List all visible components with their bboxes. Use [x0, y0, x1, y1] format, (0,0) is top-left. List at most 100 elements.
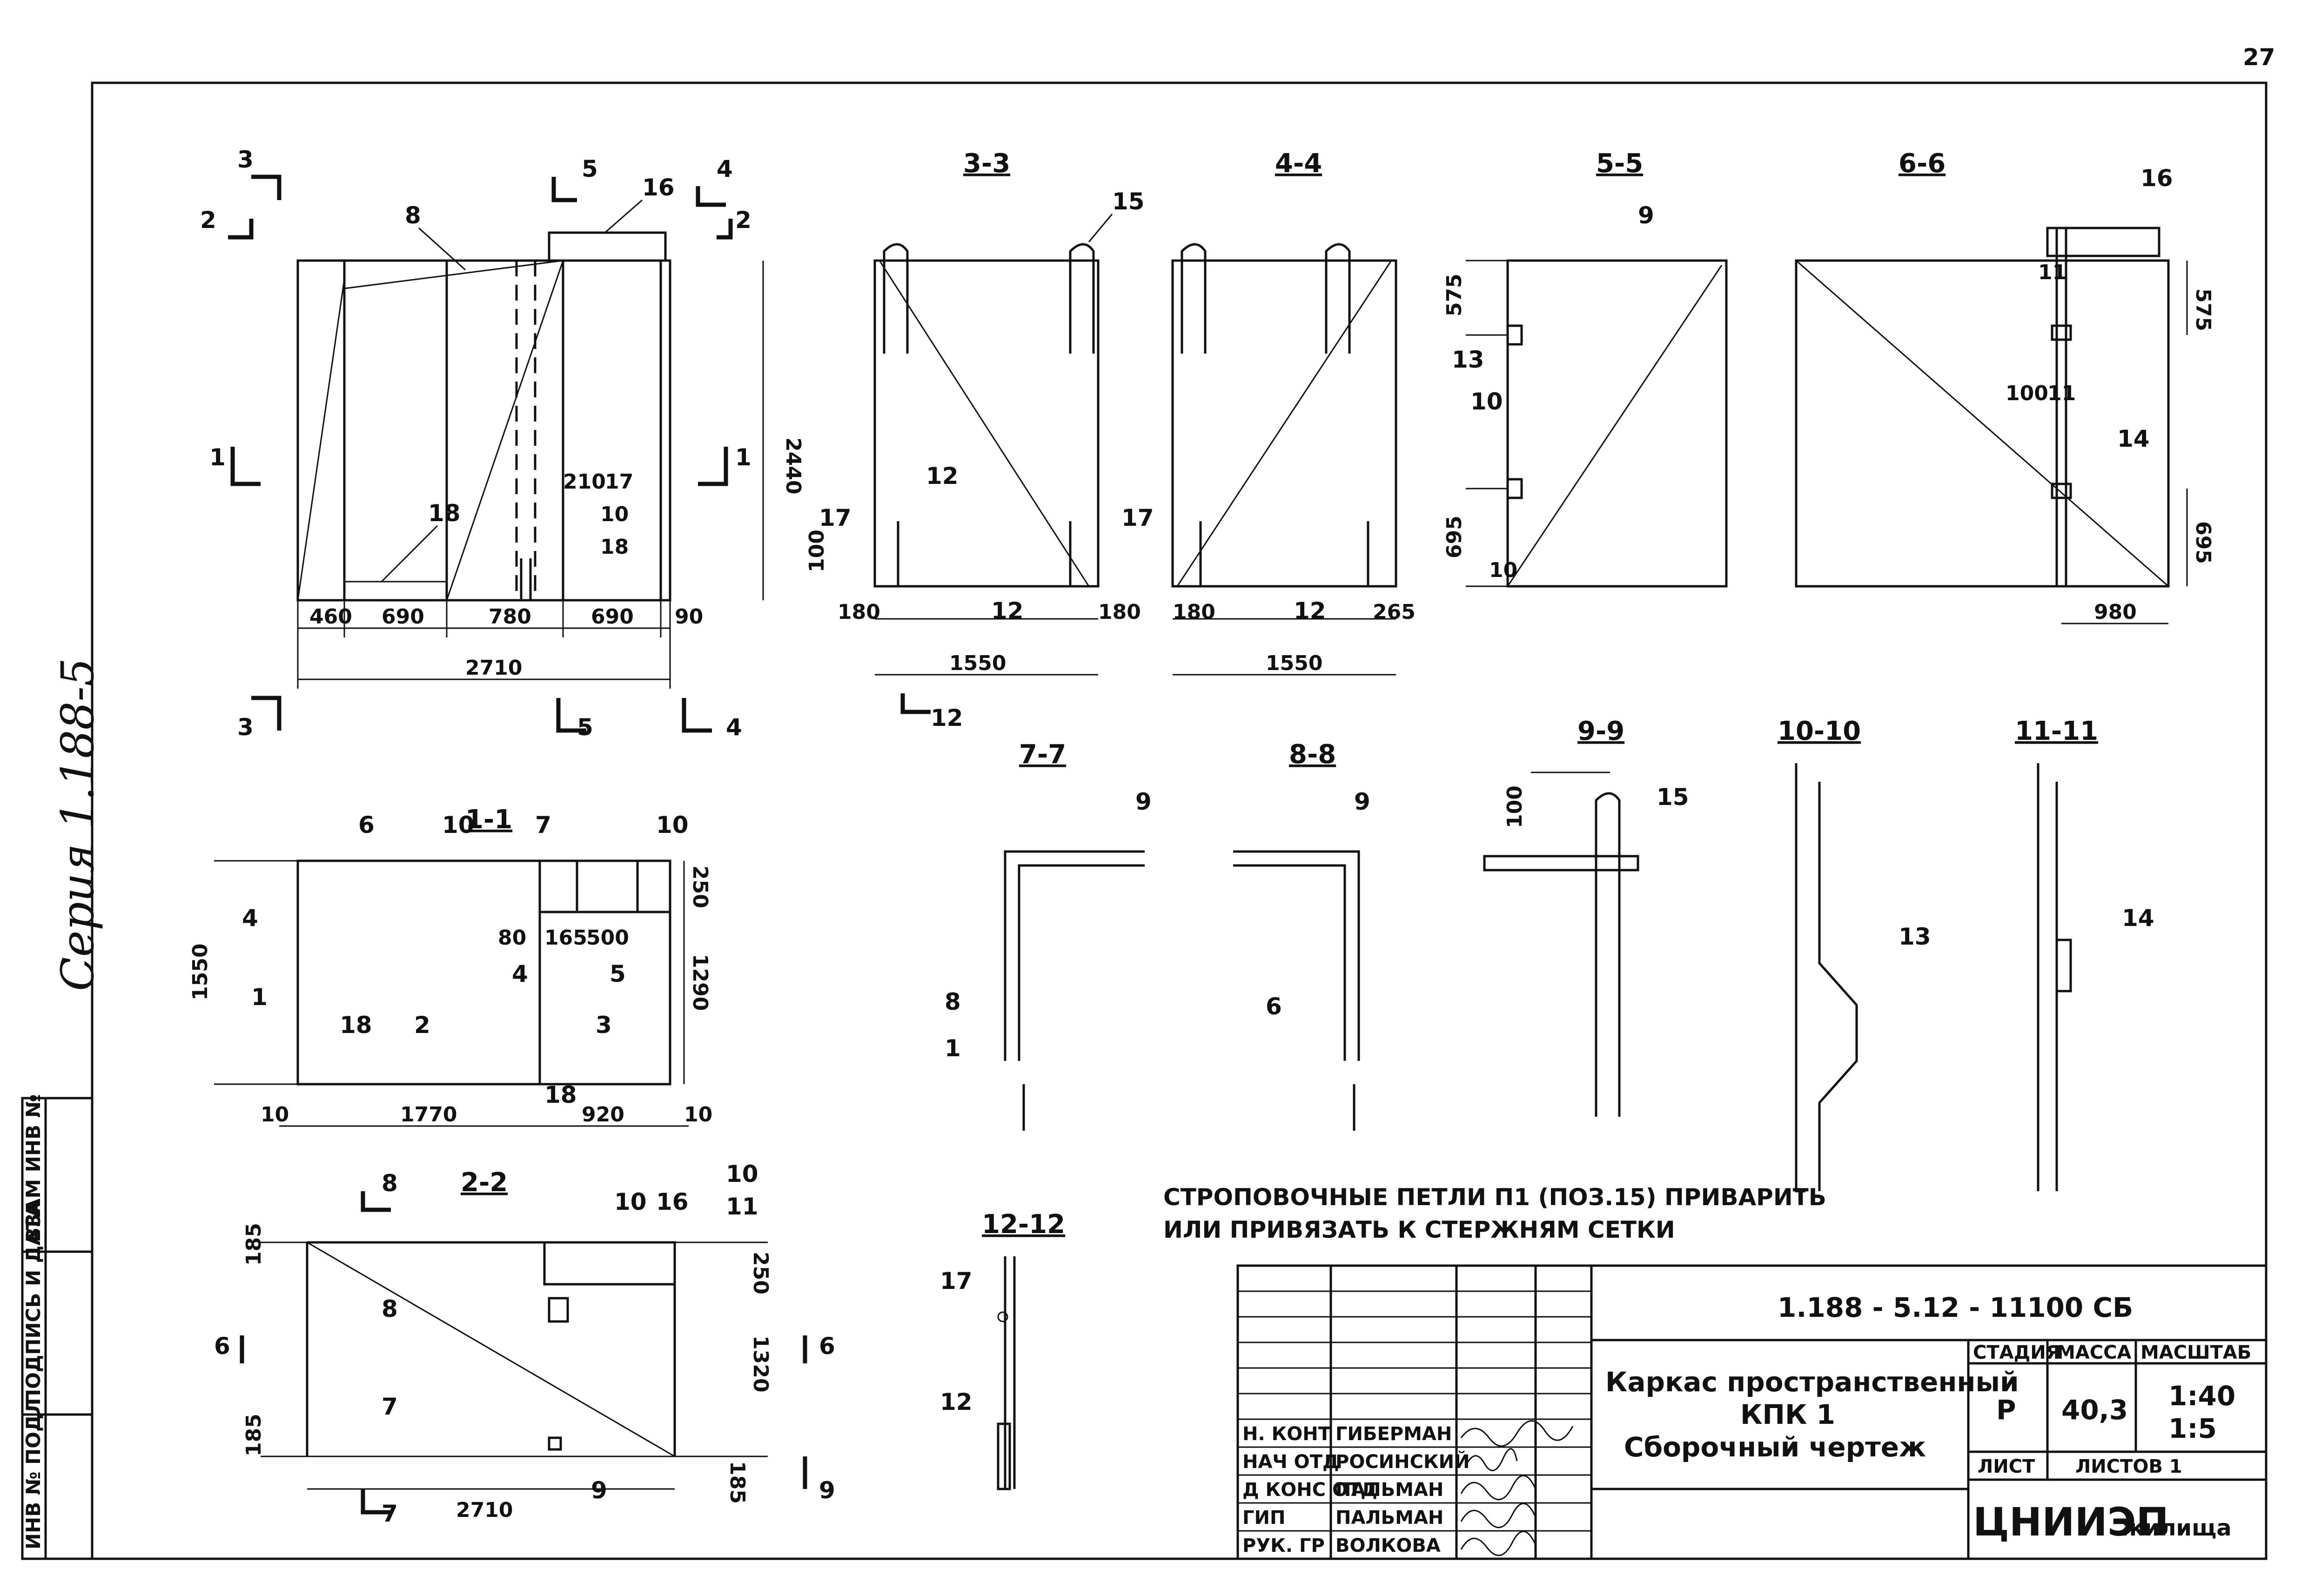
main-callout-18a: 18 [428, 500, 461, 527]
s11-callout-4b: 4 [512, 960, 528, 987]
s1212-callout-17: 17 [940, 1267, 973, 1294]
s77-title: 7-7 [1019, 739, 1066, 770]
main-sec-4-bottom: 4 [726, 714, 742, 741]
section-4-4: 4-4 17 12 180 265 1550 [1121, 148, 1416, 676]
s22-dim-185a: 185 [242, 1223, 266, 1266]
s1010-callout-13: 13 [1899, 923, 1931, 950]
drawing-name-1: Каркас пространственный [1605, 1366, 2019, 1398]
s11-title: 1-1 [465, 805, 512, 835]
section-3-3: 3-3 15 12 17 12 100 180 180 1550 12 [805, 148, 1145, 731]
main-dim-5: 90 [675, 605, 703, 629]
section-7-7: 7-7 9 8 1 [945, 739, 1152, 1131]
s44-callout-17: 17 [1121, 504, 1154, 531]
s11-dim-500: 500 [586, 926, 629, 950]
person-role-1: Н. КОНТ [1242, 1423, 1331, 1445]
stamp-vzam: ВЗАМ ИНВ № [22, 1094, 45, 1242]
person-name-2: РОСИНСКИЙ [1335, 1450, 1470, 1473]
s33-callout-12a: 12 [926, 463, 959, 490]
s22-dim-250: 250 [749, 1252, 772, 1294]
s11-callout-3: 3 [596, 1012, 612, 1039]
series-label: Серия 1.188-5 [52, 658, 104, 991]
s11-callout-7: 7 [535, 811, 551, 838]
s11-dim-920: 920 [582, 1103, 624, 1127]
person-name-4: ПАЛЬМАН [1335, 1507, 1443, 1529]
sheet-frame [91, 81, 2268, 1560]
person-role-2: НАЧ ОТД [1242, 1451, 1339, 1473]
main-dim-6: 2710 [465, 656, 522, 680]
s1212-title: 12-12 [982, 1209, 1065, 1240]
s66-callout-11b: 11 [2047, 382, 2076, 405]
s66-dim-980: 980 [2094, 600, 2137, 624]
s33-callout-12b: 12 [991, 597, 1024, 624]
s55-dim-695: 695 [1442, 516, 1466, 558]
main-sec-2-right: 2 [735, 207, 751, 234]
main-callout-8: 8 [405, 202, 421, 229]
s88-callout-6: 6 [1266, 993, 1282, 1020]
section-10-10: 10-10 13 [1778, 716, 1931, 1193]
s22-sec-8b: 8 [382, 1295, 398, 1322]
doc-code: 1.188 - 5.12 - 11100 СБ [1778, 1292, 2133, 1323]
s77-callout-8: 8 [945, 988, 961, 1015]
stamp-podpis: ПОДПИСЬ И ДАТА [22, 1202, 45, 1405]
s33-dim-100: 100 [805, 530, 829, 572]
main-sec-2-left: 2 [200, 207, 216, 234]
s11-callout-6: 6 [358, 811, 375, 838]
s22-sec-7a: 7 [382, 1393, 398, 1420]
s11-dim-165: 165 [544, 926, 587, 950]
s77-callout-9: 9 [1135, 788, 1152, 815]
s33-cut-12: 12 [931, 704, 963, 731]
s55-callout-10b: 10 [1489, 558, 1517, 582]
s44-title: 4-4 [1275, 148, 1322, 179]
s55-callout-13: 13 [1452, 346, 1484, 373]
main-sec-4-top: 4 [717, 155, 733, 182]
person-name-1: ГИБЕРМАН [1335, 1423, 1452, 1445]
val-scale-1: 1:40 [2168, 1380, 2235, 1412]
s88-title: 8-8 [1289, 739, 1336, 770]
section-5-5: 5-5 9 13 10 10 575 695 [1442, 148, 1728, 588]
main-dim-2: 690 [382, 605, 424, 629]
person-role-5: РУК. ГР [1242, 1535, 1325, 1556]
main-dim-4: 690 [591, 605, 634, 629]
s22-dim-1320: 1320 [749, 1335, 772, 1392]
s66-callout-11a: 11 [2038, 261, 2066, 284]
s66-dim-575: 575 [2191, 288, 2215, 331]
val-scale-2: 1:5 [2168, 1413, 2217, 1444]
s55-callout-9: 9 [1638, 202, 1654, 229]
s11-dim-80: 80 [498, 926, 526, 950]
main-sec-3-top: 3 [237, 146, 254, 173]
s22-sec-9a: 9 [591, 1477, 607, 1504]
main-elevation: 460 690 780 690 90 2710 2440 3 2 5 16 4 … [200, 146, 805, 741]
main-callout-16: 16 [642, 174, 675, 201]
section-6-6: 6-6 16 11 100 11 14 575 695 980 [1795, 148, 2215, 624]
person-role-4: ГИП [1242, 1507, 1285, 1529]
s33-callout-17: 17 [819, 504, 852, 531]
hdr-scale: МАСШТАБ [2140, 1342, 2251, 1363]
drawing-name-2: КПК 1 [1740, 1399, 1835, 1430]
main-sec-1-right: 1 [735, 444, 751, 471]
hdr-stage: СТАДИЯ [1973, 1342, 2060, 1363]
s22-sec-9b: 9 [819, 1477, 835, 1504]
s33-title: 3-3 [963, 148, 1010, 179]
s22-callout-10a: 10 [614, 1188, 647, 1215]
signature-3 [1460, 1475, 1536, 1501]
main-sec-3-bottom: 3 [237, 714, 254, 741]
s33-dim-1550: 1550 [949, 651, 1006, 675]
s1010-title: 10-10 [1778, 716, 1861, 746]
s22-callout-11: 11 [726, 1193, 758, 1220]
s11-callout-1: 1 [251, 984, 268, 1011]
signature-4 [1460, 1502, 1536, 1529]
title-block: 1.188 - 5.12 - 11100 СБ Каркас пространс… [1236, 1264, 2268, 1560]
s11-dim-10b: 10 [684, 1103, 712, 1127]
s1111-callout-14: 14 [2122, 905, 2154, 932]
page-number: 27 [2243, 44, 2275, 71]
main-sec-1-left: 1 [209, 444, 226, 471]
s11-dim-1770: 1770 [400, 1103, 457, 1127]
main-callout-17: 17 [605, 470, 633, 494]
section-9-9: 9-9 15 100 [1483, 716, 1689, 1117]
person-role-3: Д КОНС ОТД [1242, 1479, 1377, 1501]
s77-callout-1: 1 [945, 1035, 961, 1062]
main-callout-18b: 18 [600, 535, 629, 559]
s99-title: 9-9 [1577, 716, 1624, 746]
signature-1 [1460, 1420, 1574, 1447]
